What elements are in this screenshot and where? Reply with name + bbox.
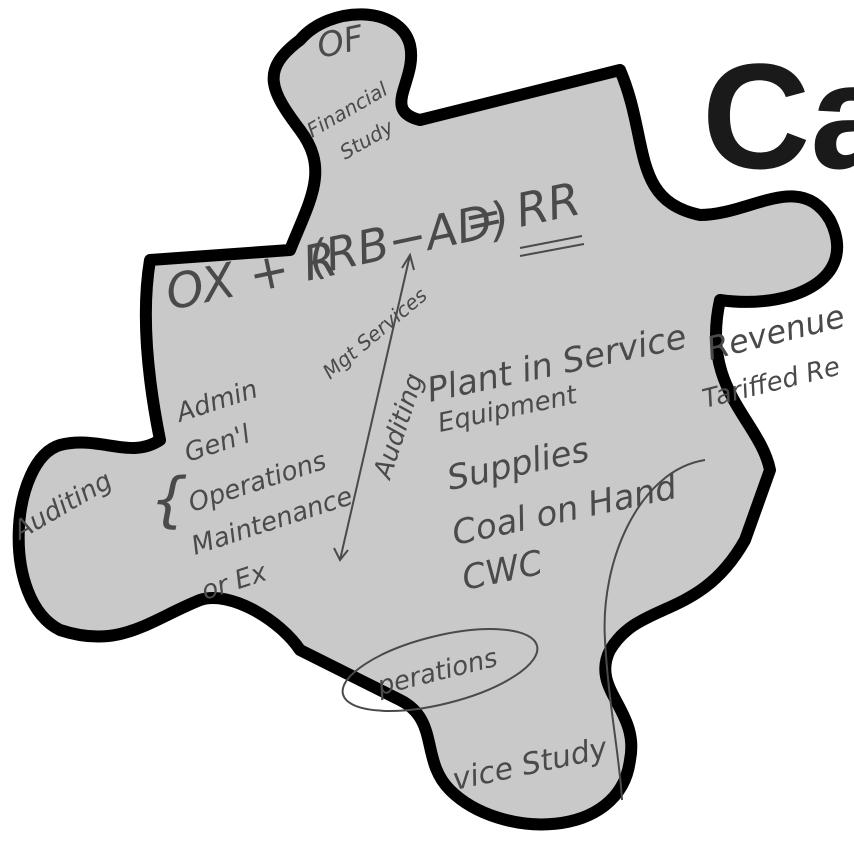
heading-fragment: Ca — [702, 32, 854, 200]
brace: { — [150, 465, 188, 535]
